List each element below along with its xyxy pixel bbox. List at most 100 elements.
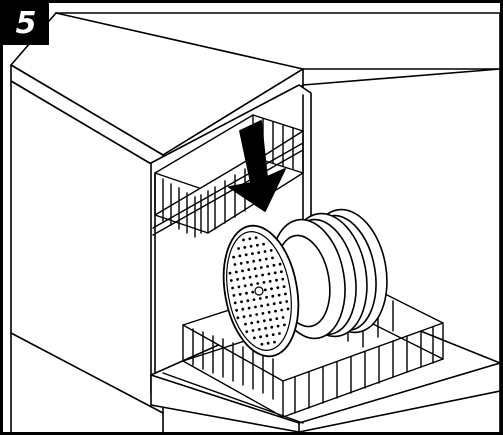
filter-hole (255, 274, 258, 278)
filter-hole (251, 252, 254, 256)
filter-hole (254, 236, 258, 240)
filter-hole (256, 320, 260, 324)
filter-hole (266, 341, 270, 345)
filter-hole (272, 263, 276, 267)
filter-hole (237, 247, 241, 250)
filter-hole (232, 294, 236, 297)
filter-hole (251, 329, 255, 332)
filter-hole (263, 250, 267, 253)
filter-hole (254, 305, 257, 309)
filter-hole (269, 318, 272, 322)
filter-hole (256, 243, 259, 247)
filter-hole (262, 242, 265, 246)
filter-hole (264, 326, 267, 330)
filter-hole (259, 335, 262, 339)
filter-hole (246, 299, 250, 303)
filter-hole (239, 262, 243, 265)
filter-hole (266, 303, 270, 307)
filter-hole (247, 306, 251, 310)
filter-hole (268, 279, 272, 283)
filter-hole (238, 254, 242, 258)
filter-hole (255, 313, 259, 316)
filter-hole (262, 281, 266, 284)
filter-hole (260, 304, 263, 308)
filter-hole (286, 307, 290, 311)
filter-hole (242, 315, 246, 319)
filter-hole (257, 251, 261, 255)
filter-hole (270, 287, 273, 291)
filter-hole (260, 342, 264, 346)
stacked-plates (270, 208, 388, 340)
filter-hole (283, 323, 286, 327)
filter-hole (252, 298, 256, 301)
filter-hole (241, 269, 244, 273)
filter-hole (271, 256, 274, 260)
filter-hole (277, 293, 281, 297)
filter-hole (244, 322, 247, 326)
filter-hole (250, 321, 254, 325)
filter-hole (243, 246, 247, 249)
filter-hole (232, 255, 236, 259)
filter-hole (282, 285, 286, 288)
filter-hole (257, 328, 261, 331)
filter-hole (236, 278, 240, 281)
filter-hole (267, 272, 271, 276)
filter-hole (258, 297, 262, 300)
filter-hole (276, 286, 280, 290)
filter-hole (253, 267, 257, 270)
filter-hole (244, 253, 248, 257)
filter-hole (243, 284, 247, 288)
filter-hole (242, 238, 245, 242)
filter-hole (281, 277, 285, 281)
filter-hole (245, 291, 248, 295)
filter-hole (261, 273, 264, 277)
filter-hole (275, 278, 278, 282)
filter-hole (252, 259, 256, 263)
filter-hole (248, 275, 252, 279)
filter-hole (234, 270, 238, 274)
filter-hole (280, 270, 283, 274)
filter-hole (275, 317, 279, 320)
filter-hole (262, 319, 266, 323)
down-arrow (228, 120, 286, 212)
filter-hole (271, 294, 275, 298)
filter-hole (267, 310, 271, 314)
filter-hole (278, 262, 282, 266)
filter-hole (276, 324, 280, 328)
filter-hole (247, 268, 251, 272)
filter-hole (269, 249, 273, 252)
filter-hole (258, 258, 262, 262)
filter-hole (261, 312, 265, 315)
filter-hole (256, 282, 260, 285)
filter-hole (249, 314, 252, 317)
filter-hole (250, 283, 253, 287)
filter-hole (245, 330, 249, 333)
filter-hole (274, 309, 277, 313)
filter-hole (270, 325, 274, 329)
filter-hole (253, 336, 256, 340)
filter-hole (249, 244, 253, 248)
filter-hole (285, 300, 289, 303)
step-number-badge: 5 (3, 3, 49, 45)
filter-hole (281, 316, 285, 319)
filter-disc (222, 224, 300, 358)
filter-hole (229, 279, 233, 282)
filter-hole (264, 257, 268, 261)
filter-hole (241, 307, 245, 311)
filter-hole (251, 290, 255, 294)
filter-hole (259, 266, 263, 269)
filter-hole (235, 308, 239, 312)
filter-hole (278, 332, 281, 335)
dishwasher-illustration (10, 12, 500, 432)
filter-hole (279, 301, 282, 304)
filter-hole (238, 292, 242, 296)
filter-hole (242, 276, 246, 280)
filter-hole (233, 263, 237, 266)
filter-hole (228, 271, 232, 275)
filter-hole (284, 292, 287, 296)
filter-hole (265, 295, 268, 299)
filter-hole (266, 265, 269, 268)
filter-hole (233, 301, 237, 305)
filter-hole (273, 340, 276, 344)
